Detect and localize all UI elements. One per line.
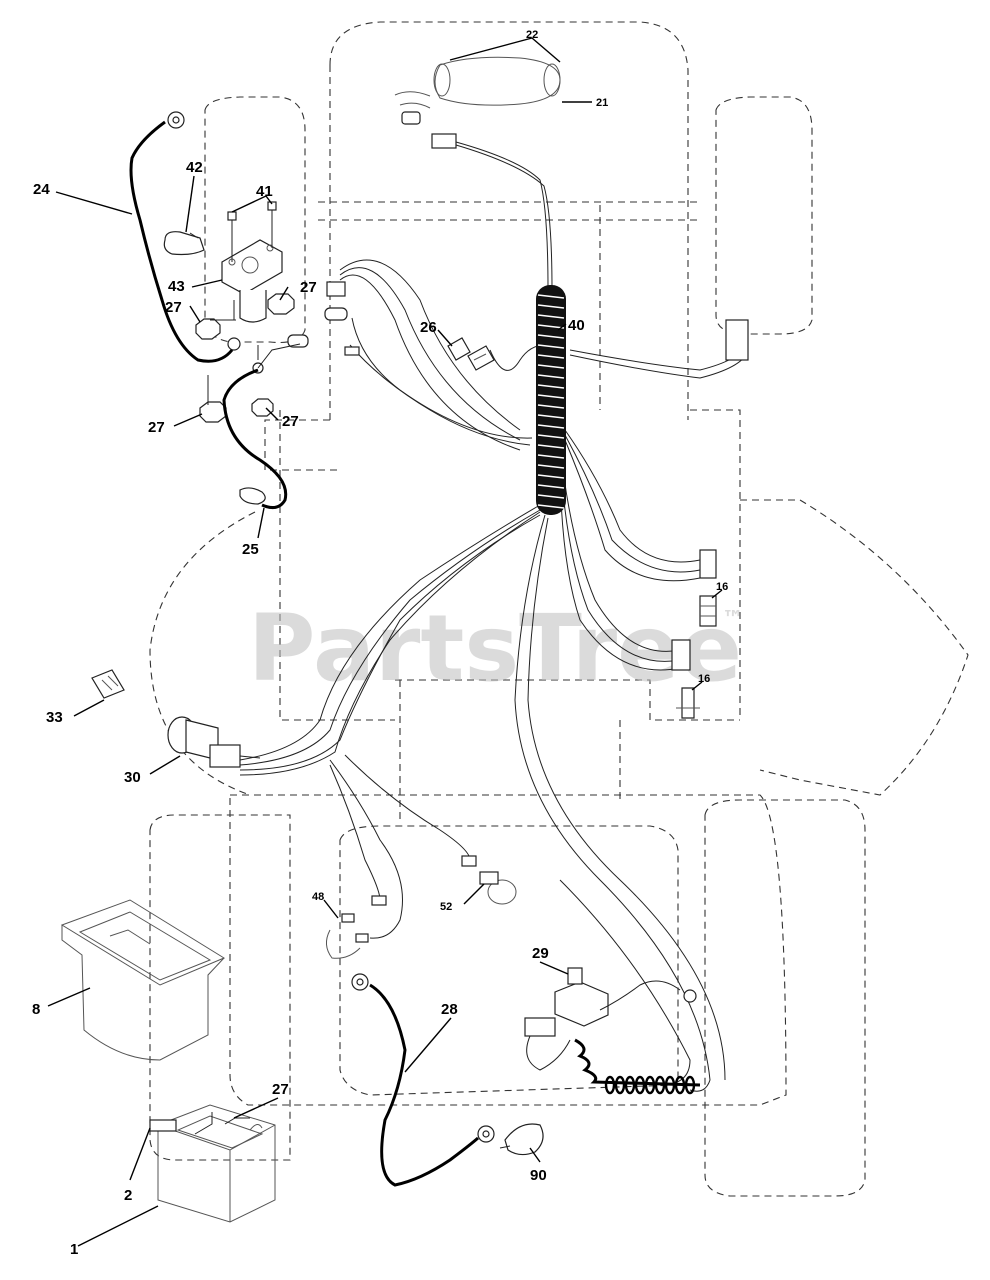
callout-27-c: 27 bbox=[148, 419, 165, 436]
switch-16-lower bbox=[676, 687, 700, 719]
lamp-socket-48 bbox=[326, 895, 387, 959]
seat-switch-connector bbox=[725, 319, 749, 361]
callout-42: 42 bbox=[186, 159, 203, 176]
battery-1 bbox=[149, 1104, 276, 1223]
boot-90 bbox=[499, 1123, 544, 1156]
callout-1: 1 bbox=[70, 1241, 78, 1258]
callout-25: 25 bbox=[242, 541, 259, 558]
harness-plug-upper bbox=[699, 549, 717, 579]
watermark-trademark: ™ bbox=[722, 607, 744, 632]
leader-lines bbox=[47, 37, 723, 1247]
callout-26: 26 bbox=[420, 319, 437, 336]
connector-top-left bbox=[326, 281, 346, 297]
bullet-connector bbox=[324, 307, 348, 321]
coil-cord bbox=[574, 1038, 701, 1095]
callout-27-b: 27 bbox=[300, 279, 317, 296]
callout-27-a: 27 bbox=[165, 299, 182, 316]
spade-terminal bbox=[344, 346, 360, 356]
callout-30: 30 bbox=[124, 769, 141, 786]
callout-2: 2 bbox=[124, 1187, 132, 1204]
switch-16-upper bbox=[699, 595, 717, 627]
tractor-outline bbox=[149, 21, 969, 1197]
watermark-text: PartsTree bbox=[248, 595, 742, 702]
ignition-switch-30 bbox=[167, 716, 261, 768]
ground-cable-28 bbox=[351, 973, 495, 1187]
callout-52: 52 bbox=[440, 901, 452, 913]
callout-labels: 24 42 41 43 27 27 27 27 25 22 21 26 40 1… bbox=[32, 29, 728, 1258]
callout-21: 21 bbox=[596, 97, 608, 109]
relay-33 bbox=[91, 669, 125, 699]
callout-24: 24 bbox=[33, 181, 50, 198]
callout-48: 48 bbox=[312, 891, 324, 903]
callout-27-e: 27 bbox=[272, 1081, 289, 1098]
headlight-assembly bbox=[394, 56, 561, 291]
callout-43: 43 bbox=[168, 278, 185, 295]
callout-8: 8 bbox=[32, 1001, 40, 1018]
callout-33: 33 bbox=[46, 709, 63, 726]
callout-40: 40 bbox=[568, 317, 585, 334]
harness-plug-lower bbox=[671, 639, 691, 671]
battery-box-8 bbox=[60, 899, 226, 1061]
callout-90: 90 bbox=[530, 1167, 547, 1184]
wiring-harness bbox=[239, 259, 749, 1092]
callout-16-b: 16 bbox=[698, 673, 710, 685]
conduit-loom bbox=[536, 285, 566, 515]
inline-fuse-holder bbox=[287, 334, 309, 348]
pto-switch-29 bbox=[524, 967, 701, 1095]
solenoid-assembly bbox=[129, 111, 301, 510]
callout-27-d: 27 bbox=[282, 413, 299, 430]
callout-41: 41 bbox=[256, 183, 273, 200]
callout-29: 29 bbox=[532, 945, 549, 962]
callout-16-a: 16 bbox=[716, 581, 728, 593]
watermark: PartsTree ™ bbox=[248, 595, 744, 702]
connector-26 bbox=[447, 337, 495, 371]
callout-22: 22 bbox=[526, 29, 538, 41]
callout-28: 28 bbox=[441, 1001, 458, 1018]
lamp-52 bbox=[461, 855, 517, 905]
